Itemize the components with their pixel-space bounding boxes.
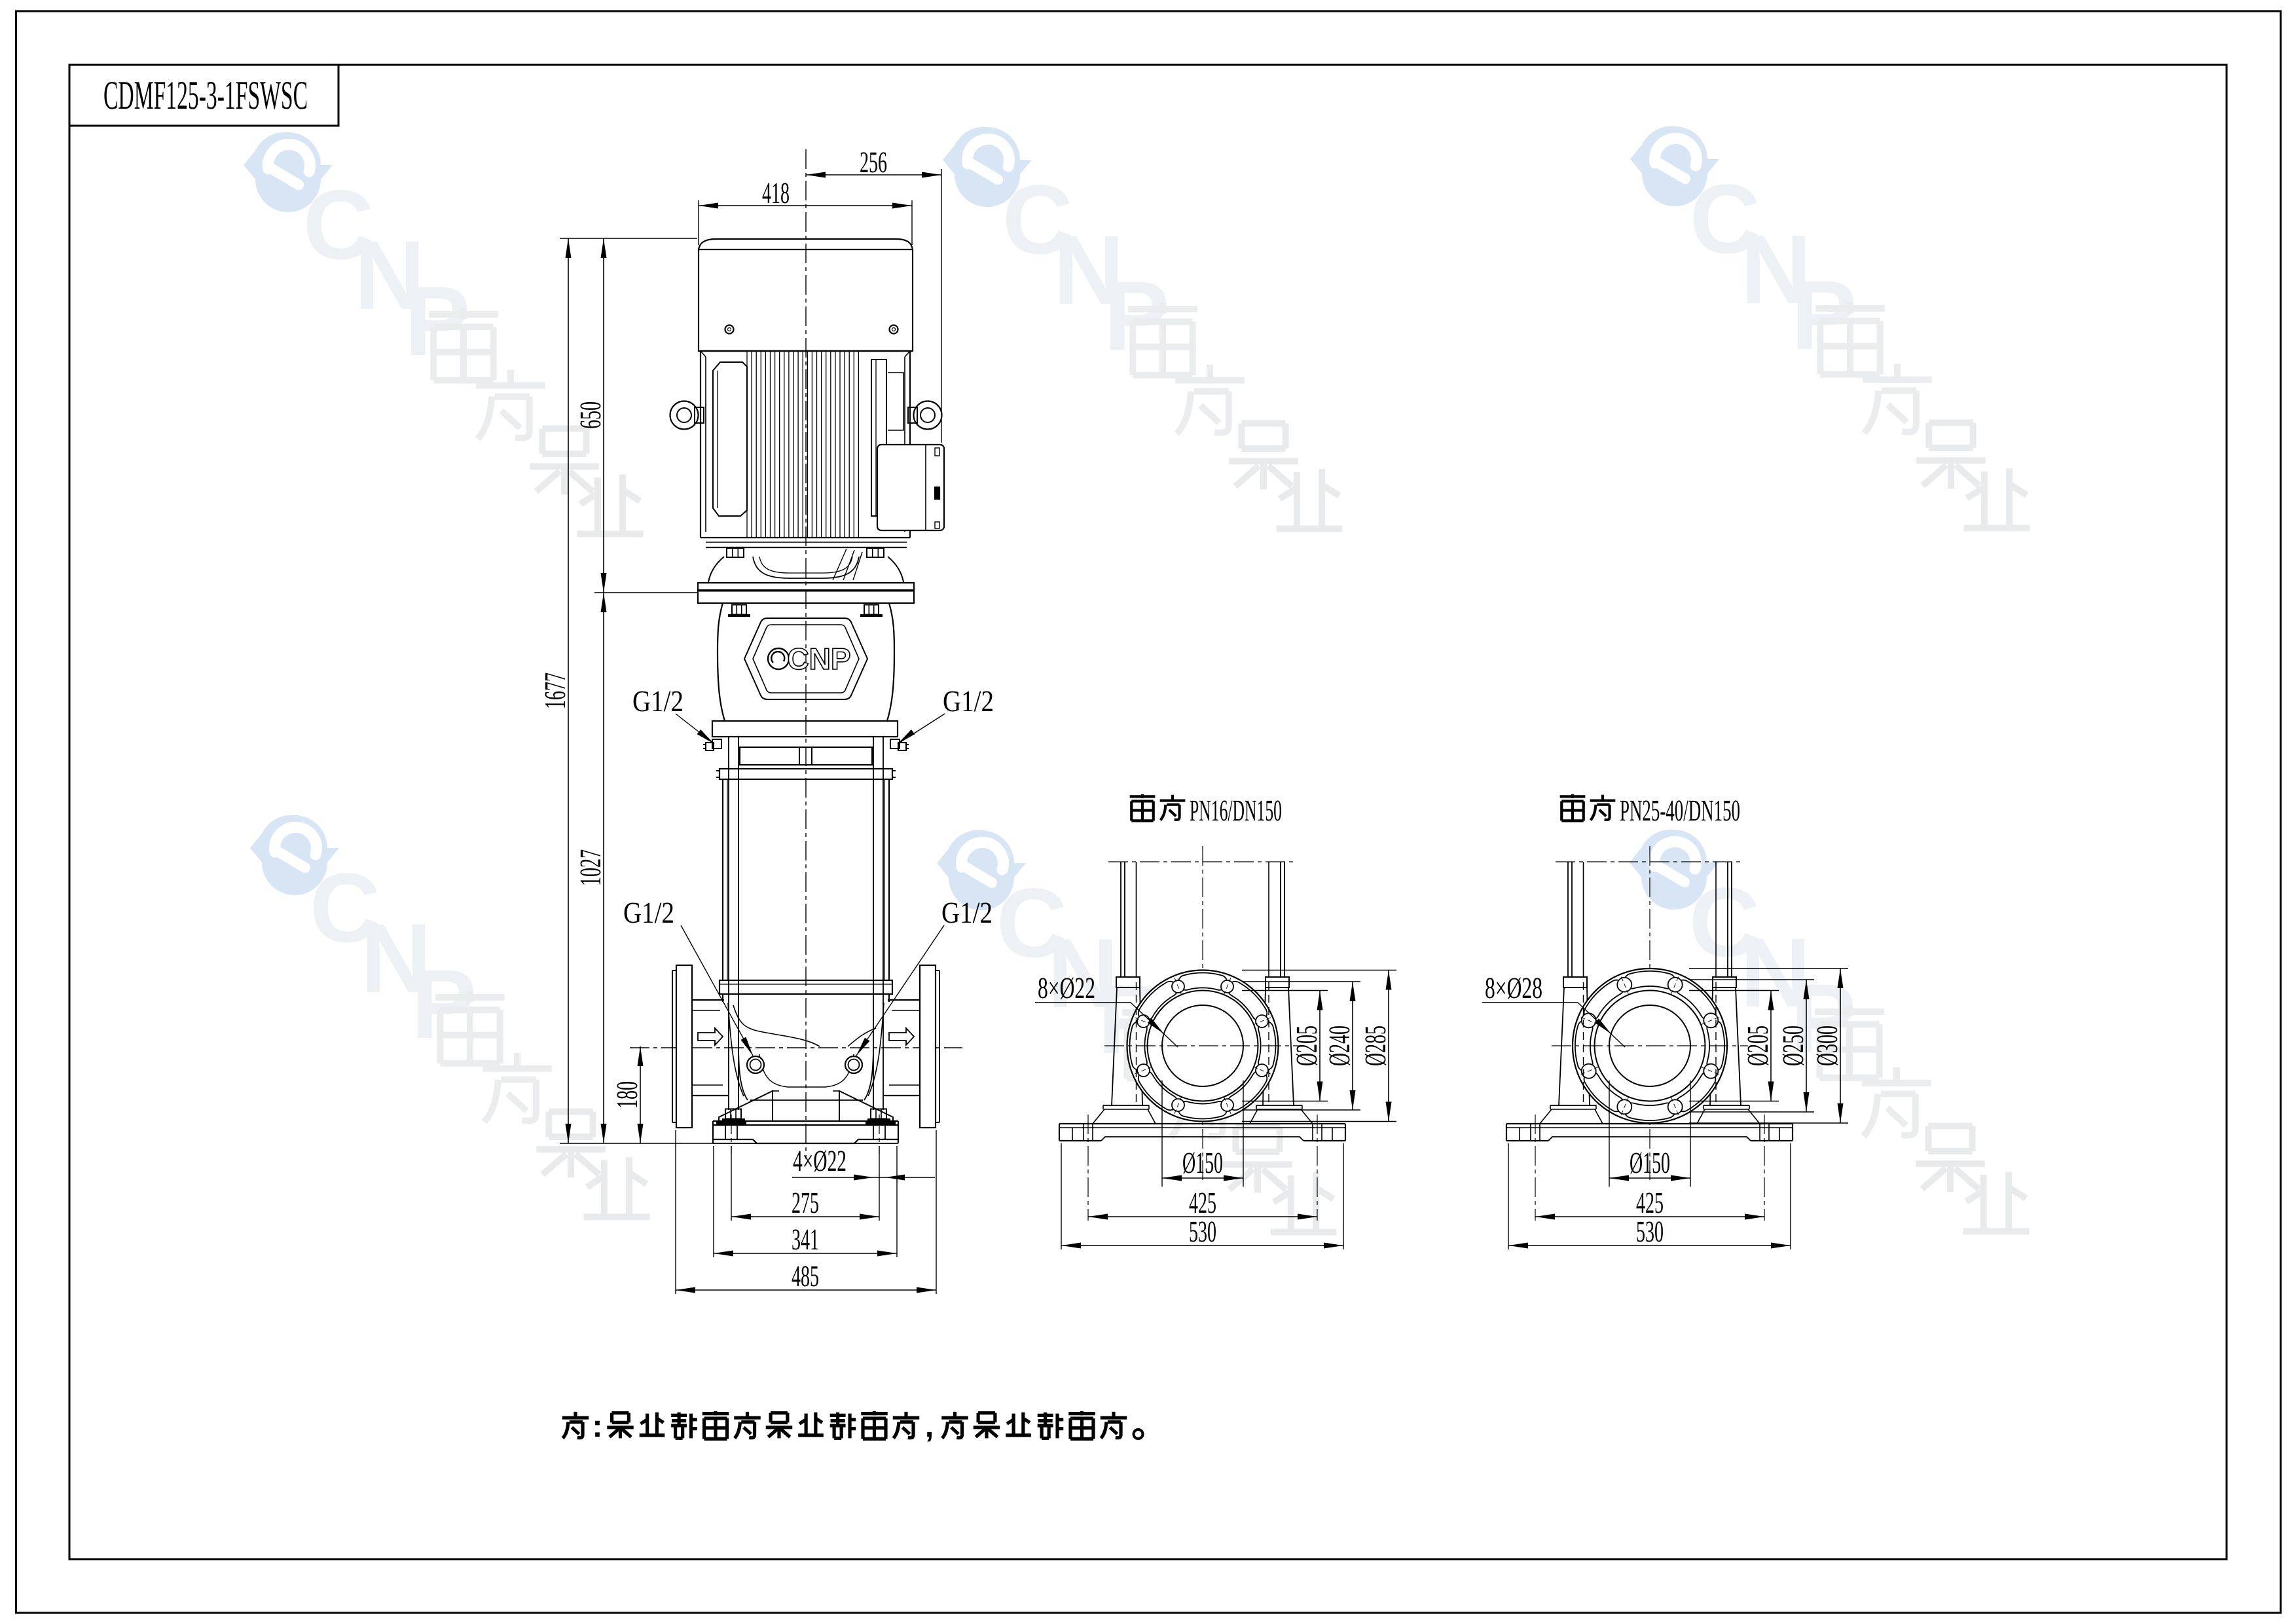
svg-text:C: C bbox=[303, 170, 374, 280]
svg-text:P: P bbox=[1104, 261, 1169, 371]
svg-text:180: 180 bbox=[610, 1081, 644, 1109]
svg-text:N: N bbox=[1741, 214, 1812, 324]
svg-text:N: N bbox=[354, 220, 425, 330]
svg-text:4×Ø22: 4×Ø22 bbox=[793, 1144, 847, 1177]
svg-text:8×Ø28: 8×Ø28 bbox=[1485, 971, 1542, 1005]
svg-text:,: , bbox=[925, 1409, 934, 1444]
svg-text:Ø250: Ø250 bbox=[1776, 1025, 1810, 1066]
svg-text:G1/2: G1/2 bbox=[632, 684, 683, 718]
svg-text:G1/2: G1/2 bbox=[941, 896, 993, 929]
svg-text:G1/2: G1/2 bbox=[623, 896, 674, 929]
svg-text:Ø205: Ø205 bbox=[1290, 1025, 1323, 1066]
svg-text:C: C bbox=[1690, 164, 1760, 274]
svg-text:256: 256 bbox=[860, 145, 887, 179]
svg-text:P: P bbox=[405, 266, 470, 376]
svg-text:N: N bbox=[361, 903, 431, 1013]
svg-text:PN16/DN150: PN16/DN150 bbox=[1190, 794, 1282, 827]
svg-text:P: P bbox=[411, 949, 477, 1059]
svg-text:Ø150: Ø150 bbox=[1182, 1146, 1223, 1179]
svg-text:P: P bbox=[1791, 963, 1856, 1073]
svg-text:G1/2: G1/2 bbox=[943, 684, 994, 718]
svg-text:275: 275 bbox=[792, 1186, 819, 1219]
svg-text:425: 425 bbox=[1189, 1186, 1216, 1219]
svg-text:650: 650 bbox=[574, 401, 607, 429]
svg-text:Ø240: Ø240 bbox=[1322, 1025, 1356, 1066]
svg-text:Ø300: Ø300 bbox=[1810, 1025, 1844, 1066]
svg-text:Ø150: Ø150 bbox=[1630, 1146, 1670, 1179]
svg-text:CDMF125-3-1FSWSC: CDMF125-3-1FSWSC bbox=[103, 73, 308, 118]
svg-text:Ø205: Ø205 bbox=[1741, 1025, 1774, 1066]
svg-text:CNP: CNP bbox=[787, 642, 850, 676]
svg-text:PN25-40/DN150: PN25-40/DN150 bbox=[1620, 794, 1740, 827]
svg-text:418: 418 bbox=[762, 176, 790, 210]
svg-text:530: 530 bbox=[1189, 1215, 1216, 1248]
svg-text:P: P bbox=[1791, 260, 1857, 370]
svg-text:N: N bbox=[1053, 215, 1124, 325]
svg-text:C: C bbox=[1689, 867, 1760, 977]
svg-text:C: C bbox=[996, 868, 1067, 978]
svg-text:Ø285: Ø285 bbox=[1358, 1025, 1392, 1066]
svg-text::: : bbox=[592, 1409, 603, 1444]
svg-text:1027: 1027 bbox=[574, 849, 607, 886]
svg-text:530: 530 bbox=[1636, 1215, 1664, 1248]
svg-text:341: 341 bbox=[792, 1223, 819, 1256]
svg-text:1677: 1677 bbox=[538, 673, 572, 709]
svg-text:C: C bbox=[1002, 164, 1073, 274]
svg-text:485: 485 bbox=[792, 1259, 819, 1293]
svg-text:N: N bbox=[1048, 918, 1118, 1028]
svg-text:C: C bbox=[310, 853, 380, 963]
svg-text:425: 425 bbox=[1636, 1186, 1664, 1219]
svg-text:N: N bbox=[1740, 917, 1811, 1027]
svg-text:8×Ø22: 8×Ø22 bbox=[1038, 971, 1095, 1005]
